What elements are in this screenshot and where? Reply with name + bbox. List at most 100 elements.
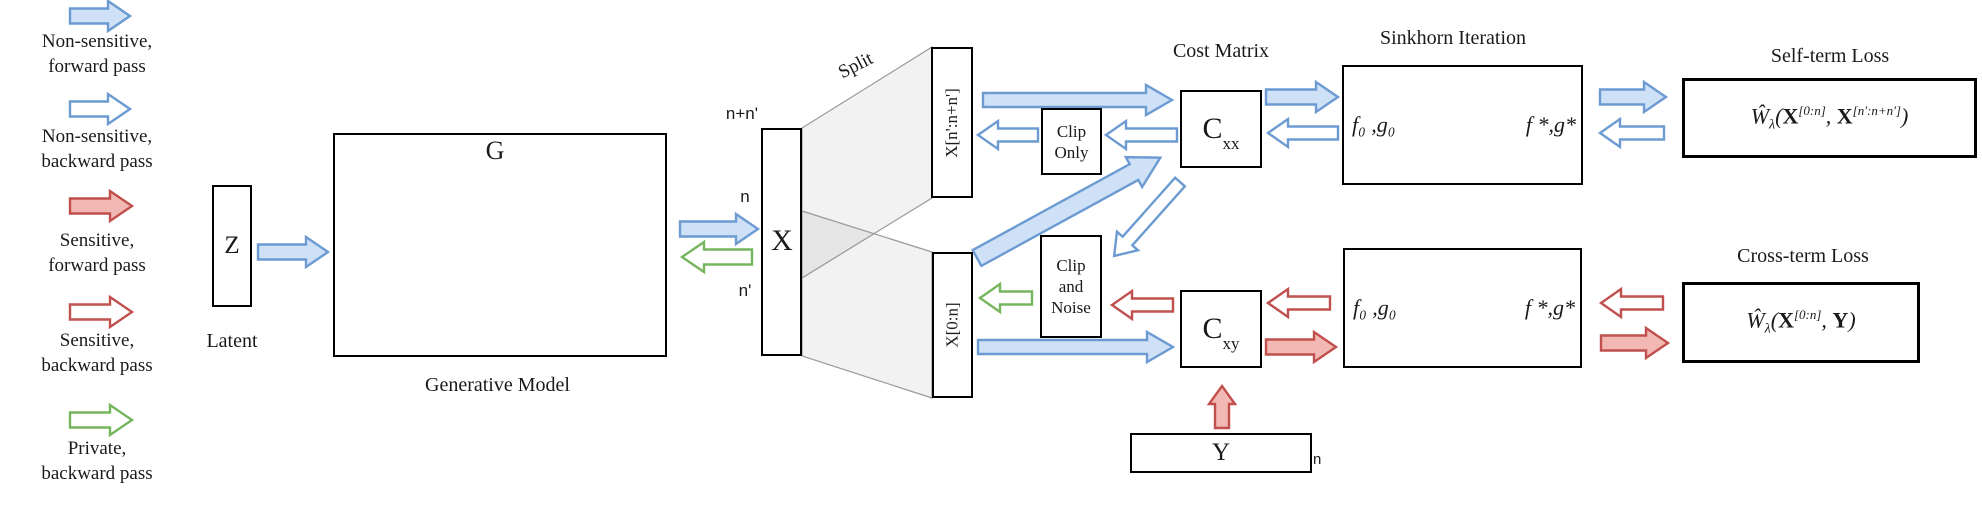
arrow-cxy-to-sinkhorn-bottom-forward [1264,329,1339,365]
y-size-subscript: n [1313,451,1322,468]
x-term: X [1778,307,1794,333]
sinkhorn-box-top: f₀ ,g₀ f *,g* [1342,65,1583,185]
arrow-crossterm-to-sinkhorn-bottom-backward [1598,286,1665,320]
paren-close: ) [1848,307,1856,333]
cross-term-title: Cross-term Loss [1737,245,1869,267]
cxy-label: C [1202,312,1223,345]
legend-item-sensitive-forward: Sensitive, forward pass [7,228,187,278]
sinkhorn-title: Sinkhorn Iteration [1379,27,1527,49]
w-hat: Ŵ [1746,307,1765,333]
self-term-title: Self-term Loss [1770,45,1890,67]
x-term-1-range: [0:n] [1798,102,1826,118]
x-slice-bottom-label: X[0:n] [942,302,962,348]
x-term-2: X [1836,102,1853,128]
clip-and-noise-label: Clip and Noise [1051,256,1091,317]
arrow-y-to-cxy-forward [1206,383,1238,430]
y-data-label: Y [1211,439,1231,466]
legend-label-line: Sensitive, [59,330,135,351]
legend-arrow-nonsensitive-backward [68,91,133,127]
sinkhorn-init-bottom: f₀ ,g₀ [1353,295,1397,320]
x-term-1: X [1782,102,1799,128]
self-term-loss-box: Ŵλ(X[0:n], X[n':n+n']) [1682,78,1977,158]
split-band-bottom [801,210,933,399]
arrow-x-to-generator-backward [679,239,754,275]
legend-item-private-backward: Private, backward pass [7,436,187,486]
generator-caption: Generative Model [425,374,570,396]
legend-label-line: backward pass [41,463,153,484]
arrow-xslice-bottom-to-cxx-forward [971,155,1163,268]
legend-label-line: backward pass [41,355,153,376]
clip-only-label: Clip Only [1054,121,1089,162]
arrow-xslice-bottom-to-cxy-forward [976,329,1176,365]
clip-only-box: Clip Only [1041,108,1102,175]
latent-caption: Latent [206,330,258,352]
cxx-subscript: xx [1222,134,1240,153]
legend-label-line: forward pass [48,255,146,276]
generative-model-box [333,133,667,357]
arrow-z-to-generator-forward [256,234,331,270]
x-slice-top-label: X[n':n+n'] [942,87,962,158]
legend-label-line: forward pass [48,56,146,77]
x-term-2-range: [n':n+n'] [1852,102,1901,118]
lambda-subscript: λ [1769,117,1776,133]
legend-item-nonsensitive-forward: Non-sensitive, forward pass [7,29,187,79]
y-data-box: Y [1130,433,1312,473]
arrow-clipnoise-to-xslice-bottom-backward [977,281,1034,315]
legend-arrow-sensitive-forward [68,188,135,224]
lambda-subscript: λ [1764,321,1771,337]
x-term-range: [0:n] [1793,307,1822,323]
paren-close: ) [1900,102,1909,128]
legend-arrow-nonsensitive-forward [68,0,133,34]
x-slice-bottom-box: X[0:n] [932,252,973,398]
arrow-cxx-to-clipnoise-backward [1112,175,1187,258]
cost-matrix-title: Cost Matrix [1172,40,1270,62]
arrow-sinkhorn-bottom-to-crossterm-forward [1599,325,1671,361]
self-term-formula: Ŵλ(X[0:n], X[n':n+n']) [1751,103,1909,134]
comma: , [1821,307,1833,333]
legend-item-sensitive-backward: Sensitive, backward pass [7,328,187,378]
latent-z-label: Z [224,232,240,259]
sinkhorn-result-bottom: f *,g* [1524,295,1575,320]
arrow-cliponly-to-xslice-top-backward [975,118,1040,152]
legend-label-line: Private, [67,438,127,459]
arrow-generator-to-x-forward [678,211,761,247]
index-label-nprime: n' [738,281,752,300]
latent-z-box: Z [212,185,252,307]
cxy-box: C xy [1180,290,1262,368]
w-hat: Ŵ [1750,102,1770,128]
x-column-box [761,128,802,356]
legend-label-line: Sensitive, [59,230,135,251]
y-term: Y [1832,307,1849,333]
clip-and-noise-box: Clip and Noise [1040,235,1102,338]
legend-label-line: backward pass [41,151,153,172]
cxx-box: C xx [1180,90,1262,168]
sinkhorn-box-bottom: f₀ ,g₀ f *,g* [1343,248,1582,368]
paren-open: ( [1775,102,1783,128]
arrow-cxx-to-sinkhorn-top-forward [1264,79,1341,115]
comma: , [1825,102,1837,128]
sinkhorn-init-top: f₀ ,g₀ [1352,112,1396,137]
arrow-sinkhorn-top-to-selfterm-forward [1598,79,1669,115]
cxy-subscript: xy [1222,334,1240,353]
legend-label-line: Non-sensitive, [41,31,153,52]
legend-label-line: Non-sensitive, [41,126,153,147]
cxx-label: C [1202,112,1223,145]
cross-term-loss-box: Ŵλ(X[0:n], Y) [1682,282,1920,363]
x-column-label: X [771,224,793,257]
cross-term-formula: Ŵλ(X[0:n], Y) [1746,307,1855,338]
arrow-cxy-to-clipnoise-backward [1109,288,1175,322]
legend-item-nonsensitive-backward: Non-sensitive, backward pass [7,124,187,174]
arrow-xslice-top-to-cxx-forward [981,82,1175,118]
legend-arrow-sensitive-backward [68,294,135,330]
arrow-cxx-to-cliponly-backward [1103,118,1179,152]
paren-open: ( [1770,307,1779,333]
arrow-selfterm-to-sinkhorn-top-backward [1597,116,1666,150]
arrow-sinkhorn-bottom-to-cxy-backward [1265,286,1332,320]
sinkhorn-result-top: f *,g* [1525,112,1576,137]
index-label-n: n [740,187,750,206]
legend-arrow-private-backward [68,402,135,438]
arrow-sinkhorn-top-to-cxx-backward [1265,116,1340,150]
index-label-n-plus-nprime: n+n' [725,104,758,123]
